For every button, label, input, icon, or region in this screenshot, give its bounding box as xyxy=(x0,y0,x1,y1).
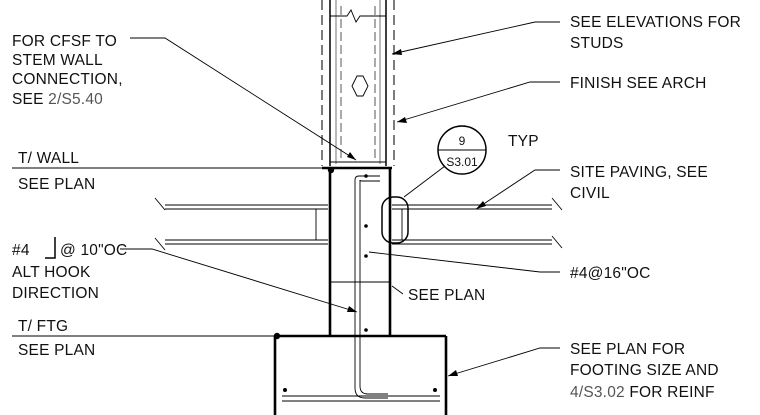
note-hook-bar-size: #4 xyxy=(12,242,30,259)
note-footing: SEE PLAN FOR FOOTING SIZE AND 4/S3.02 FO… xyxy=(447,341,719,401)
note-hook-bars: #4 @ 10"OC ALT HOOK DIRECTION xyxy=(12,237,358,313)
note-cfsf-line1: FOR CFSF TO xyxy=(12,33,117,50)
note-tw-line2: SEE PLAN xyxy=(18,176,95,193)
note-cfsf-line2: STEM WALL xyxy=(12,52,103,69)
footing-reference-link[interactable]: 4/S3.02 xyxy=(570,384,625,401)
detail-tag-sheet: S3.01 xyxy=(446,155,478,169)
detail-tag[interactable]: 9 S3.01 TYP xyxy=(403,125,539,198)
note-tf-line2: SEE PLAN xyxy=(18,342,95,359)
note-typ: TYP xyxy=(508,133,539,150)
note-hook-spacing: @ 10"OC xyxy=(60,242,127,259)
stud-wall xyxy=(321,0,395,166)
note-hook-line2: ALT HOOK xyxy=(12,264,91,281)
note-footing-line3: 4/S3.02 FOR REINF xyxy=(570,384,715,401)
stem-wall xyxy=(322,166,392,340)
detail-reference-link[interactable]: 2/S5.40 xyxy=(48,91,103,108)
note-footing-line2: FOOTING SIZE AND xyxy=(570,362,719,379)
note-top-of-wall: T/ WALL SEE PLAN xyxy=(12,150,330,193)
note-site-paving: SITE PAVING, SEE CIVIL xyxy=(475,164,708,210)
note-vertical-bars: #4@16"OC xyxy=(368,251,651,282)
note-hook-line3: DIRECTION xyxy=(12,285,99,302)
site-paving xyxy=(154,196,563,251)
note-finish-text: FINISH SEE ARCH xyxy=(570,75,707,92)
note-elevations-line2: STUDS xyxy=(570,35,624,52)
note-finish: FINISH SEE ARCH xyxy=(396,75,707,123)
note-elevations-line1: SEE ELEVATIONS FOR xyxy=(570,14,741,31)
note-paving-line1: SITE PAVING, SEE xyxy=(570,164,708,181)
note-vertical-bars-text: #4@16"OC xyxy=(570,265,651,282)
note-top-of-footing: T/ FTG SEE PLAN xyxy=(12,318,275,359)
note-cfsf-connection: FOR CFSF TO STEM WALL CONNECTION, SEE 2/… xyxy=(12,33,357,161)
note-footing-line1: SEE PLAN FOR xyxy=(570,341,685,358)
note-tw-line1: T/ WALL xyxy=(18,150,79,167)
detail-tag-number: 9 xyxy=(459,134,466,148)
note-cfsf-line3: CONNECTION, xyxy=(12,71,123,88)
note-see-plan-mid: SEE PLAN xyxy=(391,285,485,304)
stud-punchout-icon xyxy=(351,75,369,97)
note-tf-line1: T/ FTG xyxy=(18,318,68,335)
note-elevations: SEE ELEVATIONS FOR STUDS xyxy=(391,14,741,55)
note-paving-line2: CIVIL xyxy=(570,185,610,202)
footing xyxy=(273,332,448,415)
joint-callout-bubble xyxy=(381,196,409,244)
note-cfsf-line4: SEE 2/S5.40 xyxy=(12,91,103,108)
note-see-plan-mid-text: SEE PLAN xyxy=(408,287,485,304)
